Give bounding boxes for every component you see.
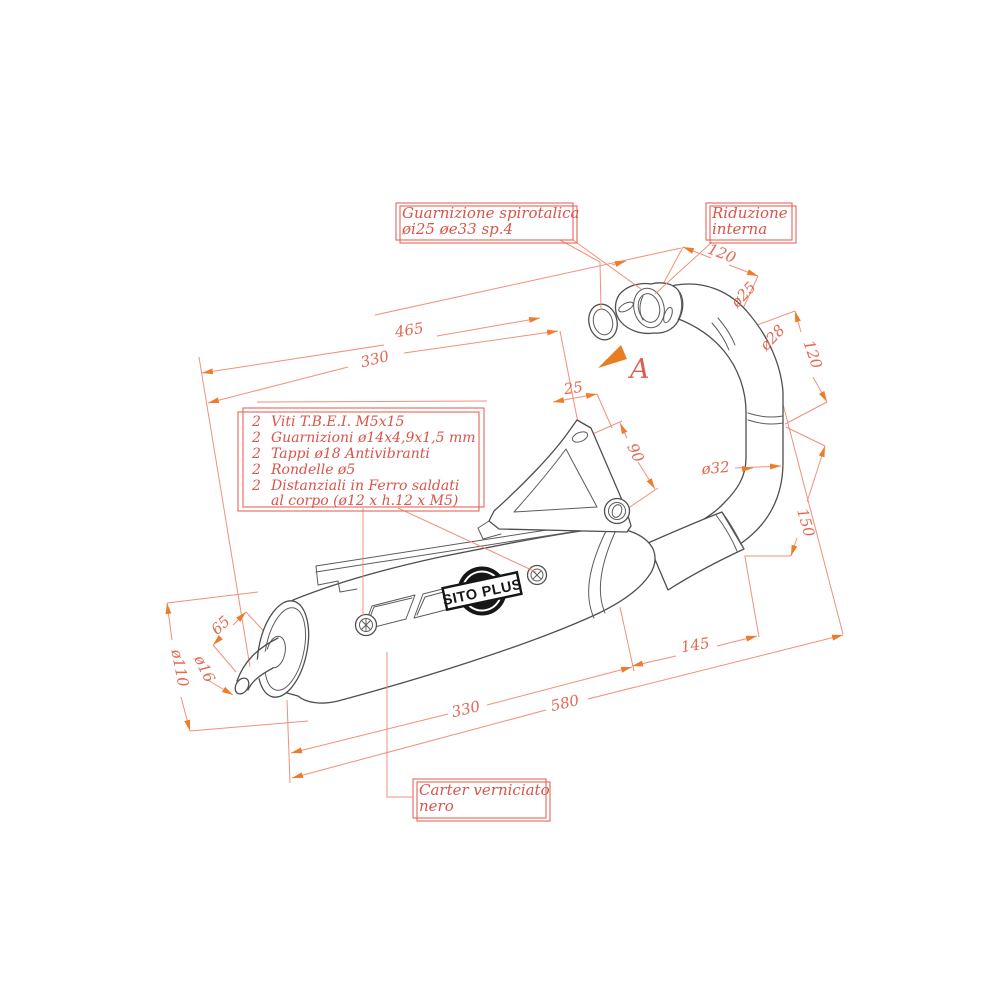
view-marker-label: A	[627, 354, 650, 385]
callout-gasket: Guarnizione spirotalica øi25 øe33 sp.4	[395, 202, 579, 244]
dim-330-top: 330	[359, 347, 392, 372]
dim-150: 150	[793, 506, 818, 539]
part-qty-1: 2	[251, 430, 261, 446]
dim-145: 145	[680, 634, 711, 656]
callout-reduction-line2: interna	[712, 220, 767, 238]
part-qty-0: 2	[251, 414, 261, 430]
dim-580: 580	[549, 691, 581, 715]
dim-25: 25	[562, 378, 584, 399]
shield-screw-1	[354, 613, 378, 637]
callout-gasket-line1: Guarnizione spirotalica	[402, 204, 579, 222]
dim-120-right: 120	[800, 338, 826, 371]
dim-120-top: 120	[705, 240, 739, 267]
shield-screw-2	[526, 564, 548, 586]
callout-carter: Carter verniciato nero	[412, 778, 551, 822]
dim-dia32: ø32	[700, 458, 731, 478]
brand-logo: SITO PLUS	[441, 566, 524, 616]
dim-330-bottom: 330	[450, 697, 482, 721]
spiral-gasket	[588, 303, 618, 341]
part-text-5: al corpo (ø12 x h.12 x M5)	[271, 493, 458, 509]
part-text-1: Guarnizioni ø14x4,9x1,5 mm	[271, 430, 476, 446]
tail-pipe-tip	[234, 677, 250, 695]
exhaust-flange	[614, 282, 684, 335]
mounting-bracket	[477, 419, 632, 540]
callout-reduction-line1: Riduzione	[711, 204, 788, 222]
callout-gasket-line2: øi25 øe33 sp.4	[401, 220, 513, 238]
callout-carter-line2: nero	[419, 797, 454, 815]
dim-90: 90	[623, 440, 648, 465]
part-qty-2: 2	[251, 446, 261, 462]
view-marker: A	[598, 345, 650, 385]
parts-list: 2 Viti T.B.E.I. M5x15 2 Guarnizioni ø14x…	[251, 414, 476, 509]
callout-carter-line1: Carter verniciato	[419, 781, 550, 799]
dim-dia110: ø110	[167, 647, 192, 689]
part-qty-3: 2	[251, 462, 261, 478]
dim-465: 465	[393, 319, 425, 341]
part-text-0: Viti T.B.E.I. M5x15	[271, 414, 405, 430]
exhaust-part: SITO PLUS	[234, 282, 784, 704]
leader-lines	[205, 239, 782, 798]
part-text-3: Rondelle ø5	[270, 462, 355, 478]
part-text-4: Distanziali in Ferro saldati	[270, 478, 459, 494]
view-marker-arrow	[598, 345, 627, 368]
flange-slot-left	[618, 301, 634, 313]
part-qty-4: 2	[251, 478, 261, 494]
dim-dia16: ø16	[190, 651, 219, 685]
dim-65: 65	[207, 612, 233, 638]
callout-reduction: Riduzione interna	[705, 202, 797, 244]
bracket-slot	[571, 431, 589, 443]
parts-list-box: 2 Viti T.B.E.I. M5x15 2 Guarnizioni ø14x…	[237, 407, 485, 512]
part-text-2: Tappi ø18 Antivibranti	[271, 446, 430, 462]
bracket-bushing	[603, 497, 631, 525]
extension-lines	[166, 246, 844, 784]
muffler-body	[275, 527, 656, 704]
flange-slot-right	[663, 306, 673, 324]
